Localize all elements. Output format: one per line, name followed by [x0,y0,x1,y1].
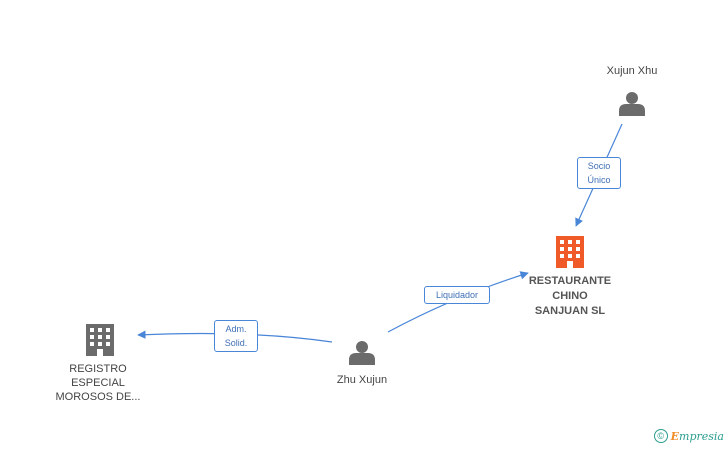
building-icon[interactable] [86,324,114,356]
edge-label-liquidador[interactable]: Liquidador [424,286,490,304]
label-line: RESTAURANTE [528,275,612,287]
label-line: REGISTRO [69,363,127,375]
brand-name: mpresia [679,429,724,443]
label-line: ESPECIAL [71,377,125,389]
person-icon[interactable] [349,341,375,365]
edge-label-adm-solid[interactable]: Adm. Solid. [214,320,258,352]
edge-label-line: Adm. [225,324,247,334]
edge-label-line: Único [587,175,611,185]
brand-initial: E [670,429,680,443]
edge-label-socio-unico[interactable]: Socio Único [577,157,621,189]
label-line: MOROSOS DE... [55,391,141,403]
edge-label-line: Solid. [224,338,248,348]
edge-label-line: Liquidador [435,290,479,300]
brand-logo: Empresia [671,430,724,443]
node-label-xujun-xhu[interactable]: Xujun Xhu [606,65,658,77]
copyright-icon: © [653,429,668,443]
label-line: CHINO [552,290,588,302]
node-label-registro[interactable]: REGISTRO ESPECIAL MOROSOS DE... [48,362,148,404]
brand-footer: © Empresia [653,429,724,443]
node-label-zhu-xujun[interactable]: Zhu Xujun [336,374,388,386]
person-icon[interactable] [619,92,645,116]
label-line: SANJUAN SL [534,305,606,317]
node-label-restaurante[interactable]: RESTAURANTE CHINO SANJUAN SL [510,274,630,319]
edge-label-line: Socio [587,161,611,171]
building-icon[interactable] [556,236,584,268]
